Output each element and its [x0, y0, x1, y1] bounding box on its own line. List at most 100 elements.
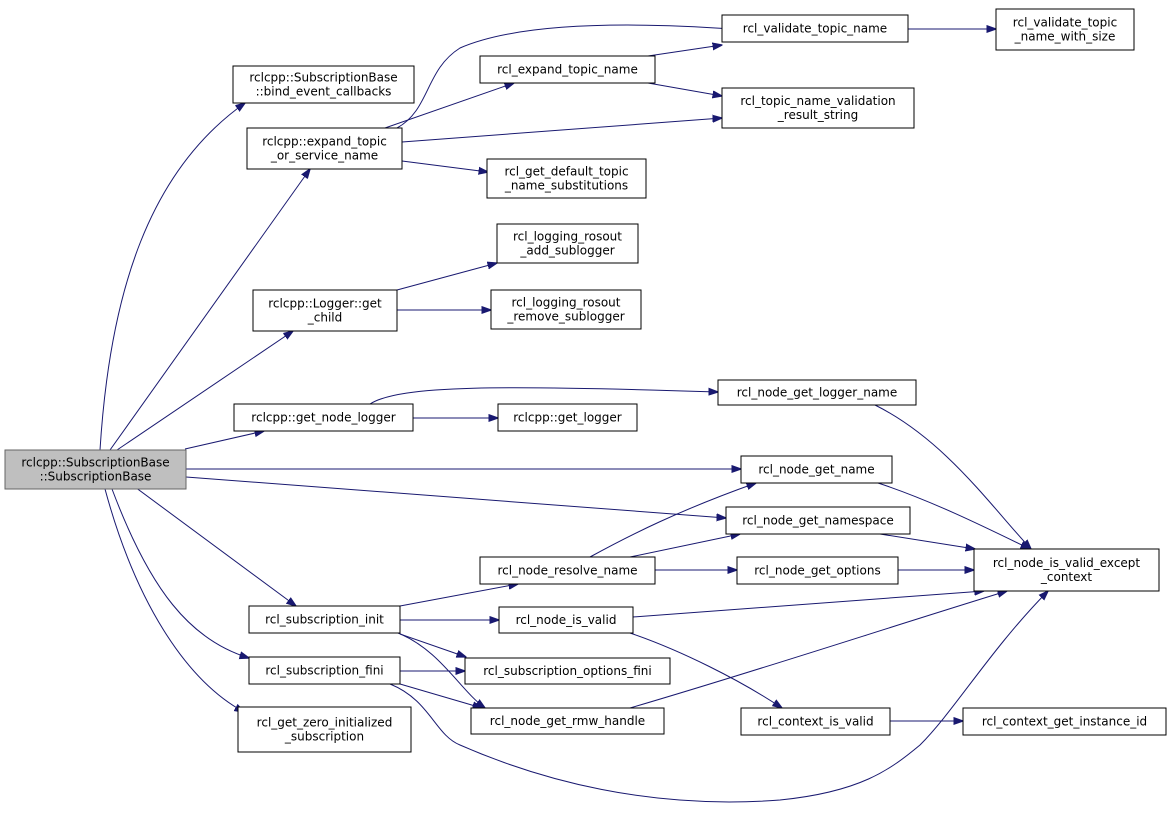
node-box[interactable]	[740, 455, 893, 484]
edge-root-to-get_node_logger	[184, 431, 264, 450]
node-box[interactable]	[490, 289, 642, 330]
graph-node-expand-svc[interactable]: rclcpp::expand_topic_or_service_name	[246, 127, 403, 170]
node-label: _name_substitutions	[504, 179, 628, 193]
edge-expand_svc-to-default_subs	[401, 160, 488, 172]
node-box[interactable]	[233, 403, 414, 432]
graph-node-get-node-logger[interactable]: rclcpp::get_node_logger	[233, 403, 414, 432]
node-label: rclcpp::get_logger	[513, 411, 622, 425]
graph-node-root[interactable]: rclcpp::SubscriptionBase::SubscriptionBa…	[4, 449, 187, 490]
edge-root-to-bind	[99, 103, 245, 451]
node-label: rcl_node_get_rmw_handle	[490, 714, 645, 728]
node-box[interactable]	[486, 158, 647, 199]
edge-node_namespace-to-valid_except_ctx	[879, 533, 975, 549]
graph-node-expand-topic[interactable]: rcl_expand_topic_name	[479, 55, 656, 84]
node-label: _result_string	[777, 108, 858, 122]
node-box[interactable]	[973, 548, 1160, 592]
graph-node-node-name[interactable]: rcl_node_get_name	[740, 455, 893, 484]
node-box[interactable]	[248, 605, 401, 634]
node-label: rcl_node_get_namespace	[742, 514, 894, 528]
node-box[interactable]	[252, 289, 398, 332]
node-box[interactable]	[496, 223, 639, 264]
node-box[interactable]	[237, 706, 412, 753]
node-box[interactable]	[962, 707, 1167, 736]
node-label: rclcpp::SubscriptionBase	[21, 456, 169, 470]
node-box[interactable]	[717, 379, 917, 406]
edge-expand_svc-to-validation_result	[401, 118, 722, 143]
node-label: _or_service_name	[270, 149, 378, 163]
node-box[interactable]	[725, 506, 911, 535]
node-box[interactable]	[736, 556, 899, 585]
graph-node-default-subs[interactable]: rcl_get_default_topic_name_substitutions	[486, 158, 647, 199]
node-label: _child	[307, 311, 343, 325]
edge-expand_svc-to-validate_topic	[396, 25, 733, 129]
edge-node_name-to-valid_except_ctx	[877, 482, 1030, 549]
graph-node-get-logger[interactable]: rclcpp::get_logger	[497, 403, 638, 432]
edge-expand_topic-to-validation_result	[647, 82, 722, 96]
graph-node-zero-init[interactable]: rcl_get_zero_initialized_subscription	[237, 706, 412, 753]
node-box[interactable]	[470, 707, 665, 735]
graph-node-context-valid[interactable]: rcl_context_is_valid	[740, 707, 891, 736]
graph-node-validation-result[interactable]: rcl_topic_name_validation_result_string	[721, 87, 915, 129]
node-label: rclcpp::Logger::get	[268, 297, 382, 311]
graph-node-logger-child[interactable]: rclcpp::Logger::get_child	[252, 289, 398, 332]
graph-node-valid-except-ctx[interactable]: rcl_node_is_valid_except_context	[973, 548, 1160, 592]
graph-node-instance-id[interactable]: rcl_context_get_instance_id	[962, 707, 1167, 736]
node-label: rclcpp::expand_topic	[262, 135, 387, 149]
node-box[interactable]	[498, 606, 634, 634]
graph-node-validate-topic[interactable]: rcl_validate_topic_name	[721, 14, 909, 43]
node-label: rcl_node_is_valid_except	[993, 556, 1141, 570]
node-label: rcl_logging_rosout	[512, 296, 621, 310]
node-label: rcl_subscription_fini	[265, 664, 383, 678]
graph-node-sub-fini[interactable]: rcl_subscription_fini	[248, 656, 401, 685]
node-box[interactable]	[479, 55, 656, 84]
node-label: rcl_node_is_valid	[516, 613, 617, 627]
node-box[interactable]	[721, 87, 915, 129]
node-label: rcl_node_resolve_name	[497, 564, 637, 578]
node-box[interactable]	[479, 556, 656, 585]
node-label: rcl_node_get_name	[758, 463, 874, 477]
edge-root-to-sub_fini	[111, 488, 249, 658]
edge-root-to-zero_init	[104, 488, 244, 712]
edge-rmw_handle-to-valid_except_ctx	[629, 591, 1007, 709]
node-box[interactable]	[740, 707, 891, 736]
node-label: rcl_get_default_topic	[504, 165, 628, 179]
node-box[interactable]	[248, 656, 401, 685]
node-label: rcl_subscription_options_fini	[483, 664, 652, 678]
node-box[interactable]	[232, 65, 415, 104]
node-box[interactable]	[246, 127, 403, 170]
edge-root-to-logger_child	[116, 331, 293, 451]
graph-node-node-namespace[interactable]: rcl_node_get_namespace	[725, 506, 911, 535]
node-label: rcl_node_get_options	[754, 564, 880, 578]
node-box[interactable]	[995, 8, 1135, 51]
graph-node-sub-init[interactable]: rcl_subscription_init	[248, 605, 401, 634]
graph-node-logger-name[interactable]: rcl_node_get_logger_name	[717, 379, 917, 406]
graph-node-bind[interactable]: rclcpp::SubscriptionBase::bind_event_cal…	[232, 65, 415, 104]
node-box[interactable]	[464, 657, 671, 685]
node-box[interactable]	[721, 14, 909, 43]
node-label: _name_with_size	[1014, 30, 1116, 44]
edge-expand_svc-to-expand_topic	[384, 83, 514, 129]
node-label: rclcpp::get_node_logger	[251, 411, 395, 425]
graph-node-remove-sublogger[interactable]: rcl_logging_rosout_remove_sublogger	[490, 289, 642, 330]
graph-node-node-is-valid[interactable]: rcl_node_is_valid	[498, 606, 634, 634]
graph-node-add-sublogger[interactable]: rcl_logging_rosout_add_sublogger	[496, 223, 639, 264]
graph-node-opts-fini[interactable]: rcl_subscription_options_fini	[464, 657, 671, 685]
nodes-layer: rclcpp::SubscriptionBase::SubscriptionBa…	[4, 8, 1167, 753]
edge-root-to-sub_init	[119, 475, 296, 606]
graph-node-validate-with-size[interactable]: rcl_validate_topic_name_with_size	[995, 8, 1135, 51]
node-box[interactable]	[4, 449, 187, 490]
edge-expand_topic-to-validate_topic	[647, 45, 722, 57]
node-label: rcl_subscription_init	[265, 613, 384, 627]
graph-node-node-options[interactable]: rcl_node_get_options	[736, 556, 899, 585]
node-label: rcl_context_is_valid	[757, 715, 873, 729]
edge-sub_init-to-resolve_name	[399, 584, 518, 607]
edge-logger_child-to-add_sublogger	[396, 263, 497, 291]
node-box[interactable]	[497, 403, 638, 432]
edge-sub_fini-to-rmw_handle	[399, 683, 482, 708]
edge-node_is_valid-to-valid_except_ctx	[632, 591, 984, 618]
graph-node-resolve-name[interactable]: rcl_node_resolve_name	[479, 556, 656, 585]
node-label: rcl_topic_name_validation	[740, 94, 895, 108]
node-label: _remove_sublogger	[506, 310, 624, 324]
graph-node-rmw-handle[interactable]: rcl_node_get_rmw_handle	[470, 707, 665, 735]
